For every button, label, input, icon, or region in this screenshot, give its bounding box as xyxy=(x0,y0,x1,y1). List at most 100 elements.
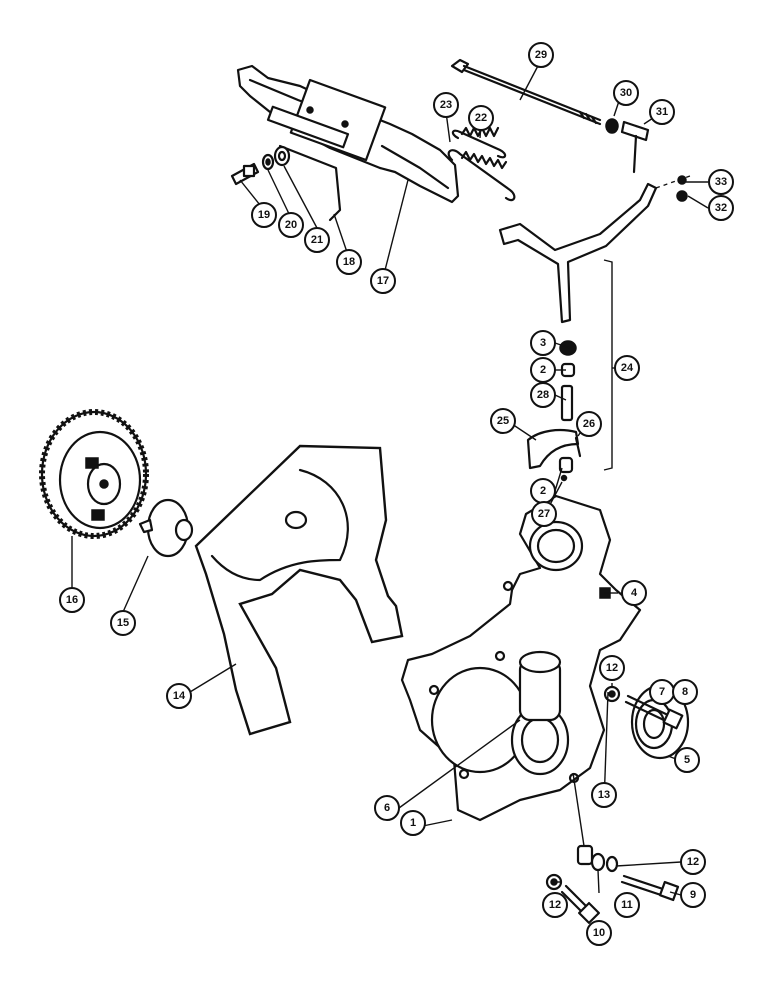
callout-27: 27 xyxy=(531,501,557,527)
callout-label: 25 xyxy=(497,415,509,427)
callout-label: 16 xyxy=(66,594,78,606)
callout-11: 11 xyxy=(614,892,640,918)
callout-label: 20 xyxy=(285,219,297,231)
callout-23: 23 xyxy=(433,92,459,118)
clevis-pin-31 xyxy=(620,120,650,174)
bolt-7-8 xyxy=(624,694,684,730)
callout-33: 33 xyxy=(708,169,734,195)
callout-label: 13 xyxy=(598,789,610,801)
callout-21: 21 xyxy=(304,227,330,253)
sleeve-28 xyxy=(560,384,574,422)
callout-label: 33 xyxy=(715,176,727,188)
nut-32 xyxy=(676,190,688,202)
callout-18: 18 xyxy=(336,249,362,275)
callout-label: 12 xyxy=(549,899,561,911)
callout-31: 31 xyxy=(649,99,675,125)
washer-33 xyxy=(677,175,687,185)
callout-28: 28 xyxy=(530,382,556,408)
callout-20: 20 xyxy=(278,212,304,238)
callout-label: 8 xyxy=(682,686,688,698)
callout-label: 4 xyxy=(631,587,638,599)
callout-8: 8 xyxy=(672,679,698,705)
washer-21 xyxy=(273,145,291,167)
callout-label: 9 xyxy=(690,889,696,901)
callout-label: 3 xyxy=(540,337,546,349)
callout-label: 1 xyxy=(410,817,416,829)
callout-label: 21 xyxy=(311,234,323,246)
callout-label: 24 xyxy=(621,362,634,374)
callout-32: 32 xyxy=(708,195,734,221)
callout-1: 1 xyxy=(400,810,426,836)
callout-24: 24 xyxy=(614,355,640,381)
callout-label: 10 xyxy=(593,927,605,939)
washer-11 xyxy=(590,852,606,872)
callout-7: 7 xyxy=(649,679,675,705)
callout-label: 31 xyxy=(656,106,668,118)
callout-label: 19 xyxy=(258,209,270,221)
callout-label: 2 xyxy=(540,485,546,497)
bolt-10 xyxy=(560,884,600,924)
cap-15 xyxy=(138,498,194,558)
callout-label: 32 xyxy=(715,202,727,214)
ball-27 xyxy=(560,474,568,482)
gear-16 xyxy=(39,409,149,539)
callout-25: 25 xyxy=(490,408,516,434)
callout-17: 17 xyxy=(370,268,396,294)
timing-cover-1 xyxy=(400,494,642,822)
callout-label: 18 xyxy=(343,256,355,268)
callout-label: 6 xyxy=(384,802,390,814)
callout-12-upper: 12 xyxy=(599,655,625,681)
callout-10: 10 xyxy=(586,920,612,946)
callout-15: 15 xyxy=(110,610,136,636)
callout-label: 30 xyxy=(620,87,632,99)
callout-26: 26 xyxy=(576,411,602,437)
callout-30: 30 xyxy=(613,80,639,106)
callouts: 1 2 2 3 4 5 6 7 8 9 10 11 12 12 12 13 14… xyxy=(59,42,734,946)
callout-label: 11 xyxy=(621,899,633,911)
callout-label: 27 xyxy=(538,508,550,520)
lever-24 xyxy=(498,175,691,324)
callout-14: 14 xyxy=(166,683,192,709)
callout-label: 7 xyxy=(659,686,665,698)
washer-12-right xyxy=(605,855,619,873)
washer-12-lower xyxy=(545,873,563,891)
nut-30 xyxy=(605,118,619,134)
callout-29: 29 xyxy=(528,42,554,68)
callout-9: 9 xyxy=(680,882,706,908)
callout-label: 17 xyxy=(377,275,389,287)
callout-12-lower: 12 xyxy=(542,892,568,918)
callout-label: 2 xyxy=(540,364,546,376)
spring-23 xyxy=(447,149,516,202)
dowel-13 xyxy=(576,844,594,866)
callout-2-lower: 2 xyxy=(530,478,556,504)
callout-3: 3 xyxy=(530,330,556,356)
linkage-bar-assembly xyxy=(236,64,460,222)
rod-29 xyxy=(450,58,602,126)
callout-label: 23 xyxy=(440,99,452,111)
spring-22 xyxy=(451,126,507,159)
gasket-14 xyxy=(194,444,404,736)
bushing-2-lower xyxy=(558,456,574,474)
callout-label: 12 xyxy=(687,856,699,868)
callout-label: 12 xyxy=(606,662,618,674)
callout-label: 29 xyxy=(535,49,547,61)
callout-22: 22 xyxy=(468,105,494,131)
callout-label: 14 xyxy=(173,690,186,702)
callout-19: 19 xyxy=(251,202,277,228)
washer-20 xyxy=(261,153,275,171)
callout-label: 15 xyxy=(117,617,129,629)
callout-12-right: 12 xyxy=(680,849,706,875)
pin-26 xyxy=(574,436,582,458)
callout-5: 5 xyxy=(674,747,700,773)
callout-13: 13 xyxy=(591,782,617,808)
callout-4: 4 xyxy=(621,580,647,606)
callout-label: 5 xyxy=(684,754,690,766)
bolt-19 xyxy=(230,162,260,186)
callout-label: 28 xyxy=(537,389,549,401)
callout-2-upper: 2 xyxy=(530,357,556,383)
leader-lines xyxy=(71,61,709,896)
callout-label: 22 xyxy=(475,112,487,124)
callout-6: 6 xyxy=(374,795,400,821)
callout-16: 16 xyxy=(59,587,85,613)
